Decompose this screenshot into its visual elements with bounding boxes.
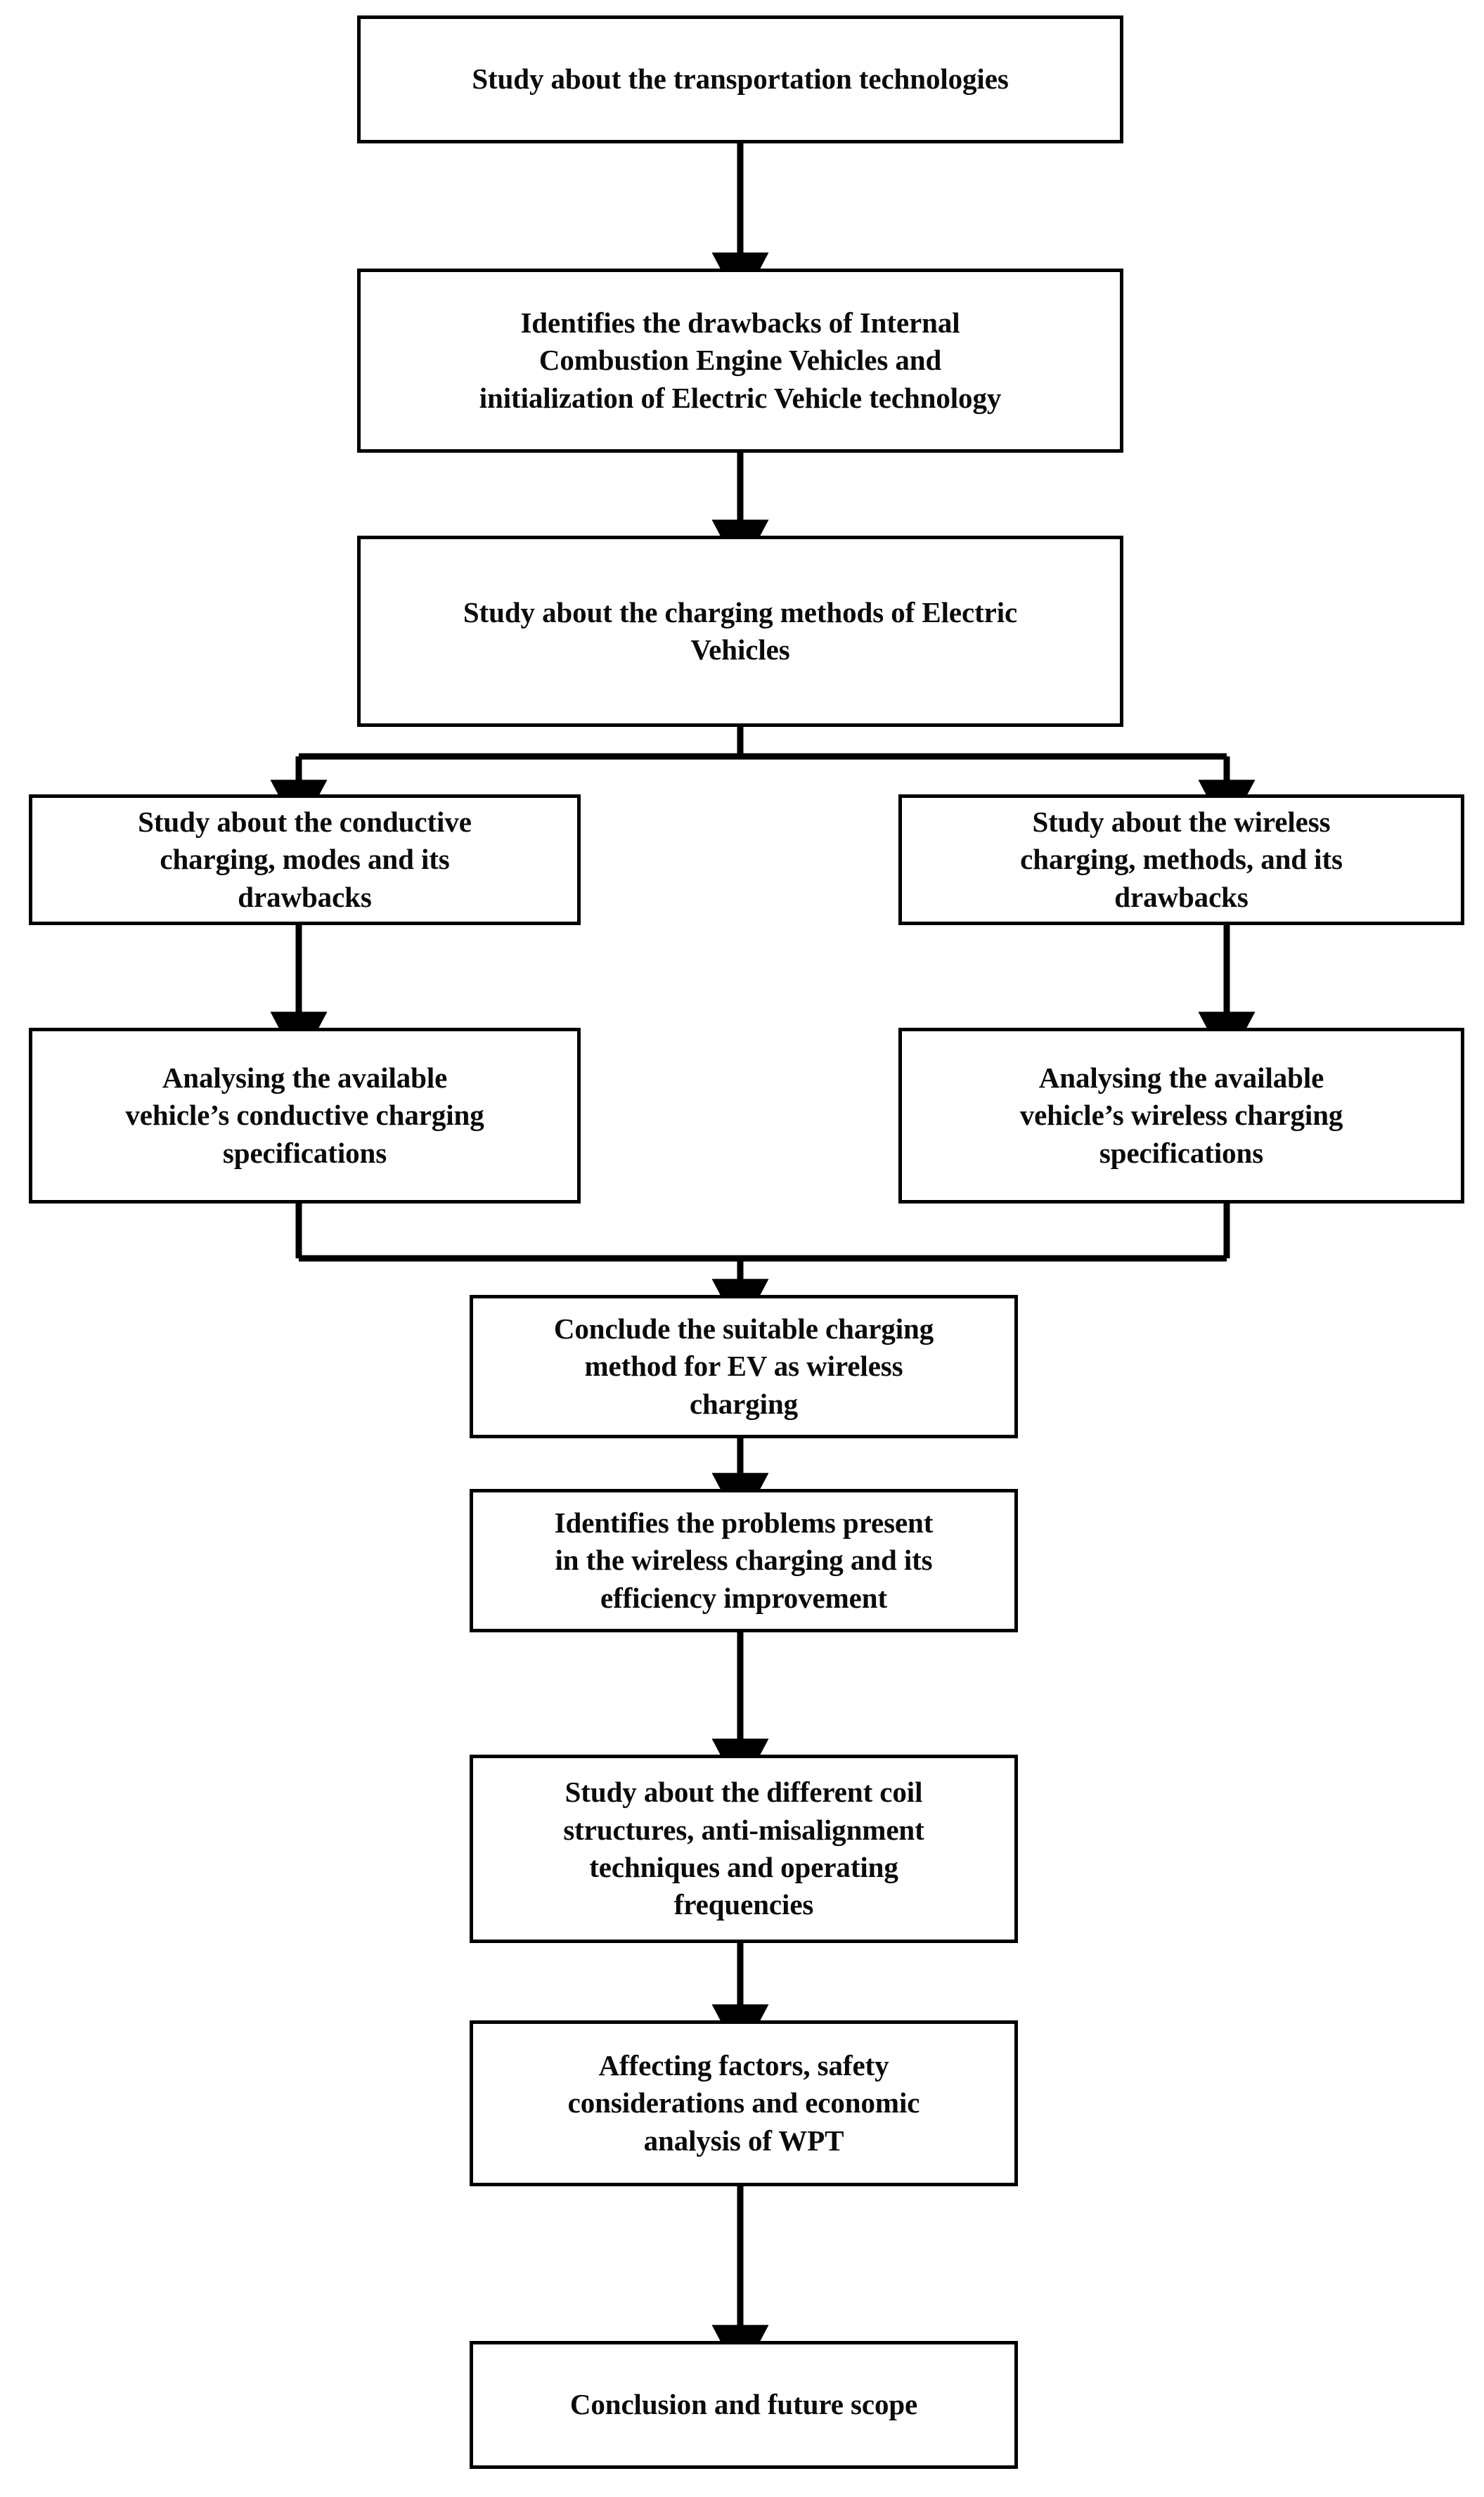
flow-node-study-transportation-technologies[interactable]: Study about the transportation technolog… [357, 15, 1123, 143]
flow-node-label: Conclude the suitable charging method fo… [553, 1312, 934, 1420]
flow-node-label: Identifies the drawbacks of Internal Com… [479, 307, 1002, 414]
flow-node-analyse-wireless-specs[interactable]: Analysing the available vehicle’s wirele… [898, 1028, 1464, 1204]
flow-node-analyse-conductive-specs[interactable]: Analysing the available vehicle’s conduc… [29, 1028, 581, 1204]
flow-node-label: Affecting factors, safety considerations… [567, 2049, 920, 2157]
flow-node-study-wireless-charging[interactable]: Study about the wireless charging, metho… [898, 794, 1464, 925]
flow-node-affecting-factors-safety-economics[interactable]: Affecting factors, safety considerations… [470, 2020, 1018, 2186]
flow-node-study-ev-charging-methods[interactable]: Study about the charging methods of Elec… [357, 536, 1123, 727]
flow-node-label: Conclusion and future scope [569, 2388, 918, 2421]
flow-node-study-coil-structures[interactable]: Study about the different coil structure… [470, 1755, 1018, 1943]
flow-node-label: Study about the wireless charging, metho… [1020, 806, 1343, 913]
flow-node-label: Analysing the available vehicle’s conduc… [125, 1062, 484, 1169]
flow-node-label: Study about the different coil structure… [563, 1776, 924, 1921]
flow-node-identify-wireless-problems[interactable]: Identifies the problems present in the w… [470, 1489, 1018, 1632]
flow-node-identifies-ice-drawbacks[interactable]: Identifies the drawbacks of Internal Com… [357, 269, 1123, 453]
flow-node-label: Analysing the available vehicle’s wirele… [1019, 1062, 1343, 1169]
flow-node-study-conductive-charging[interactable]: Study about the conductive charging, mod… [29, 794, 581, 925]
flow-node-conclude-wireless-charging[interactable]: Conclude the suitable charging method fo… [470, 1295, 1018, 1438]
flow-node-label: Identifies the problems present in the w… [554, 1506, 934, 1614]
flow-node-label: Study about the conductive charging, mod… [138, 806, 472, 913]
flow-node-label: Study about the transportation technolog… [472, 63, 1009, 96]
flow-node-conclusion-future-scope[interactable]: Conclusion and future scope [470, 2341, 1018, 2469]
flow-node-label: Study about the charging methods of Elec… [463, 595, 1018, 666]
